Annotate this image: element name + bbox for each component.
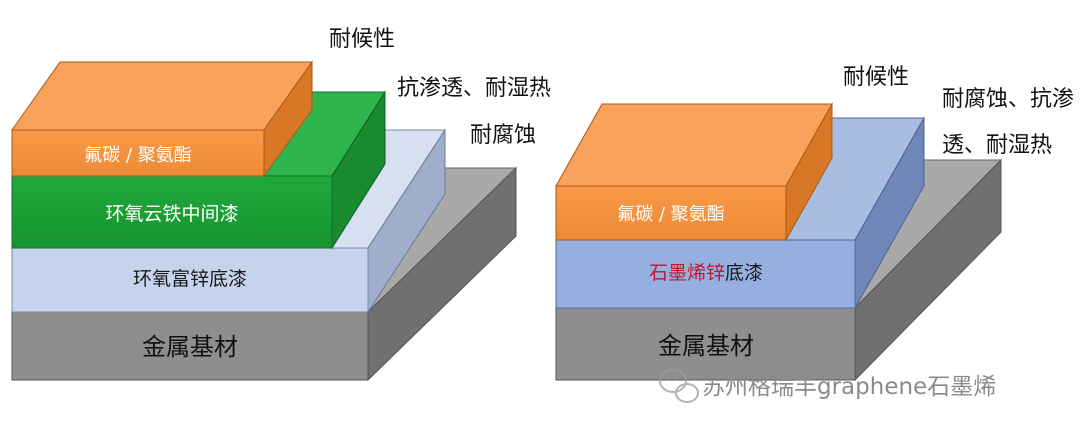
primer-suffix: 底漆 xyxy=(725,262,763,284)
wechat-icon xyxy=(659,369,699,403)
watermark: 苏州格瑞丰graphene石墨烯 xyxy=(659,369,996,403)
right-substrate-label: 金属基材 xyxy=(658,332,754,360)
left-top-coat-label: 氟碳 / 聚氨酯 xyxy=(84,145,192,166)
left-corrosion-annotation: 耐腐蚀 xyxy=(470,123,536,148)
right-corrosion-annotation-line2: 透、耐湿热 xyxy=(942,133,1052,158)
left-primer-label: 环氧富锌底漆 xyxy=(133,268,247,290)
right-top-coat-label: 氟碳 / 聚氨酯 xyxy=(617,204,725,225)
left-top-layer xyxy=(11,60,313,178)
left-permeation-annotation: 抗渗透、耐湿热 xyxy=(397,76,551,101)
watermark-text: 苏州格瑞丰graphene石墨烯 xyxy=(702,374,996,400)
right-stack: 氟碳 / 聚氨酯 石墨烯锌底漆 金属基材 耐候性 耐腐蚀、抗渗 透、耐湿热 xyxy=(554,65,1074,382)
left-substrate-label: 金属基材 xyxy=(142,333,238,361)
left-middle-coat-label: 环氧云铁中间漆 xyxy=(105,203,238,225)
right-corrosion-annotation-line1: 耐腐蚀、抗渗 xyxy=(942,87,1074,112)
graphene-zinc-highlight: 石墨烯锌 xyxy=(649,262,725,284)
left-weather-annotation: 耐候性 xyxy=(329,27,395,52)
right-primer-label: 石墨烯锌底漆 xyxy=(649,262,763,284)
right-top-layer xyxy=(555,102,833,242)
right-weather-annotation: 耐候性 xyxy=(843,65,909,90)
left-stack: 氟碳 / 聚氨酯 环氧云铁中间漆 环氧富锌底漆 金属基材 耐候性 抗渗透、耐湿热… xyxy=(10,27,551,382)
